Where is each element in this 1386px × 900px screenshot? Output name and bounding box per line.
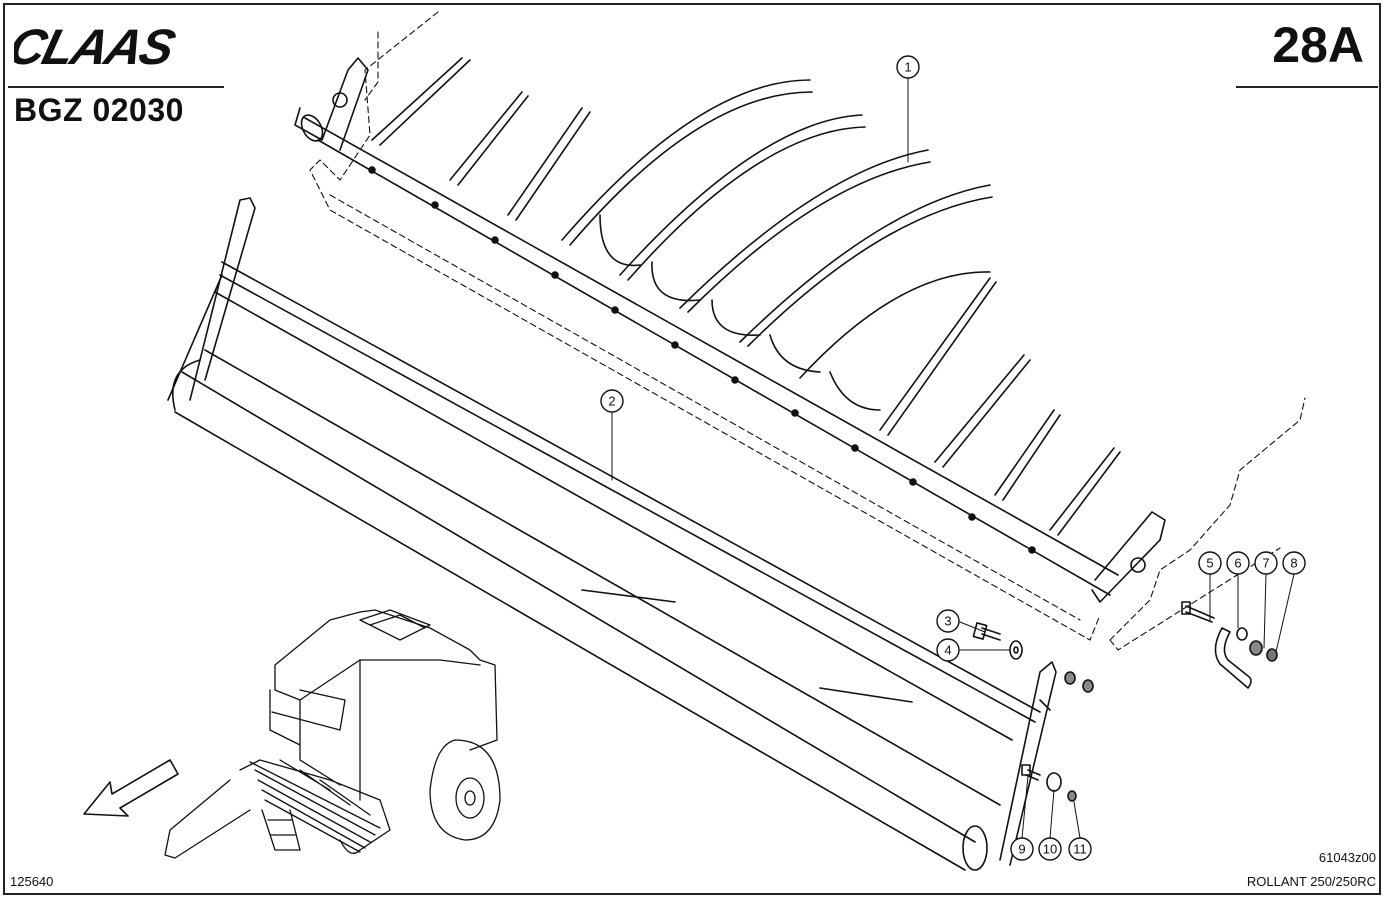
callout-2: 2 xyxy=(600,389,624,413)
header-rule-right xyxy=(1236,86,1378,88)
callout-leaders xyxy=(611,77,1295,839)
header-rule-left xyxy=(8,86,224,88)
callout-3: 3 xyxy=(936,609,960,633)
model-name: ROLLANT 250/250RC xyxy=(1246,874,1376,889)
travel-direction-arrow xyxy=(83,759,179,817)
callout-11: 11 xyxy=(1068,837,1092,861)
image-code: 61043z00 xyxy=(1318,850,1376,865)
callout-10: 10 xyxy=(1038,837,1062,861)
callout-label: 9 xyxy=(1018,842,1025,857)
callout-label: 6 xyxy=(1234,556,1241,571)
callout-label: 1 xyxy=(904,60,911,75)
callout-label: 7 xyxy=(1262,556,1269,571)
drawing-number: 125640 xyxy=(10,874,54,889)
callout-label: 3 xyxy=(944,614,951,629)
logo-text: CLAAS xyxy=(14,22,181,70)
claas-logo: CLAAS xyxy=(14,22,181,70)
callout-4: 4 xyxy=(936,638,960,662)
dashed-frame-upper xyxy=(309,11,1306,651)
drawing-frame xyxy=(3,3,1381,895)
callout-label: 4 xyxy=(944,643,951,658)
baler-pickup-tines xyxy=(249,759,381,853)
callout-label: 8 xyxy=(1290,556,1297,571)
pickup-guard xyxy=(167,197,1057,871)
baler-overview-sketch xyxy=(164,609,501,859)
callout-7: 7 xyxy=(1254,551,1278,575)
callout-1: 1 xyxy=(896,55,920,79)
callout-label: 2 xyxy=(608,394,615,409)
callout-9: 9 xyxy=(1010,837,1034,861)
callout-label: 11 xyxy=(1073,842,1087,857)
callout-8: 8 xyxy=(1282,551,1306,575)
pickup-tine-bar xyxy=(294,57,1166,603)
document-code: BGZ 02030 xyxy=(14,92,184,128)
callout-6: 6 xyxy=(1226,551,1250,575)
callout-5: 5 xyxy=(1198,551,1222,575)
callout-bubbles: 1 2 3 4 5 6 7 8 9 10 11 xyxy=(600,55,1306,861)
page-number: 28A xyxy=(1272,17,1364,73)
callout-label: 10 xyxy=(1043,842,1057,857)
hardware-parts xyxy=(972,601,1278,802)
callout-label: 5 xyxy=(1206,556,1213,571)
